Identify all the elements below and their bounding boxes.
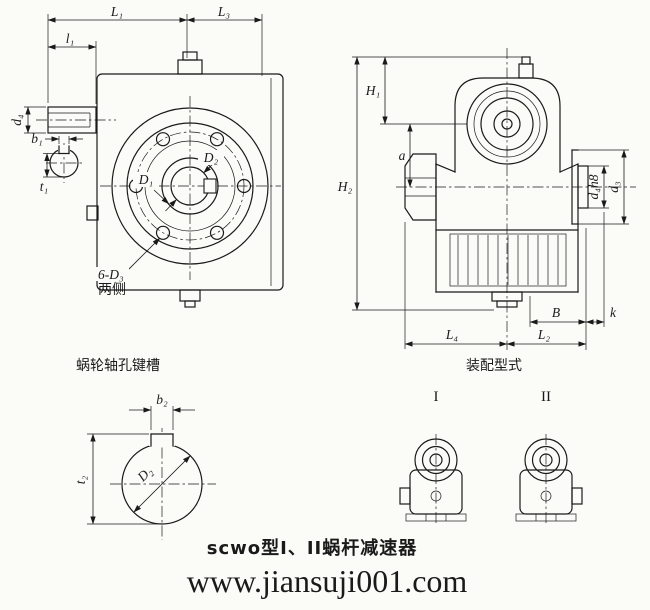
- dim-label-b2: b₂: [156, 392, 168, 407]
- drawing-title: scwo型I、II蜗杆减速器: [207, 537, 417, 559]
- dim-label-k: k: [610, 305, 617, 320]
- base-feet: [515, 513, 577, 522]
- keyway-view: 蜗轮轴孔键槽 b₂ t₂ D₂: [73, 358, 216, 540]
- dim-label-b1: b₁: [31, 131, 42, 146]
- breather-plug: [518, 63, 534, 79]
- dim-label-H1: H₁: [365, 83, 380, 98]
- bottom-plug: [496, 300, 518, 308]
- top-plug: [182, 51, 198, 61]
- side-view-caption: 装配型式: [466, 358, 522, 374]
- bolt-holes-label: 6-D₃: [98, 267, 124, 282]
- wheel-housing-circle: [524, 438, 568, 482]
- mounting-view-2: II: [515, 389, 583, 524]
- mask: [95, 267, 129, 281]
- footer: scwo型I、II蜗杆减速器 www.jiansuji001.com: [187, 537, 468, 599]
- shaft-nub: [399, 487, 411, 505]
- dim-label-t2: t₂: [73, 475, 88, 484]
- keyway-caption: 蜗轮轴孔键槽: [76, 358, 160, 374]
- dim-line-D2: [133, 455, 191, 513]
- dim-label-D1: D₁: [138, 172, 153, 187]
- shaft-end-circle: [539, 453, 553, 467]
- dim-label-d4: d₄: [9, 114, 24, 126]
- mask: [133, 172, 159, 187]
- dim-label-t1: t₁: [40, 179, 48, 194]
- dim-label-l1: l₁: [66, 31, 74, 46]
- wheel-housing-circle: [421, 445, 451, 475]
- output-shaft-circle: [493, 110, 521, 138]
- shaft-end-circle: [429, 453, 443, 467]
- watermark-link[interactable]: www.jiansuji001.com: [187, 563, 468, 599]
- variant-label-I: I: [434, 389, 439, 405]
- bottom-plug: [184, 300, 196, 308]
- leader-D1: [153, 189, 170, 205]
- dim-label-D2: D₂: [203, 150, 219, 165]
- dim-label-d4h8: d₄h8: [586, 174, 601, 199]
- dim-label-L2: L₂: [537, 327, 551, 342]
- dim-label-L4: L₄: [445, 327, 459, 342]
- bolt-hole: [155, 132, 171, 147]
- plug-circle: [540, 490, 552, 502]
- bolt-circle: [135, 131, 245, 241]
- base-feet: [405, 513, 467, 522]
- dim-label-L3: L₃: [217, 4, 231, 19]
- wheel-housing-dome: [454, 77, 561, 173]
- bolt-hole: [155, 225, 171, 240]
- dim-label-a: a: [399, 148, 406, 163]
- leader-D2: [165, 199, 177, 212]
- bore-keyway: [203, 178, 217, 194]
- dim-label-L1: L₁: [110, 4, 123, 19]
- wheel-housing-circle: [414, 438, 458, 482]
- front-view: L₁ L₃ l₁ d₄ b₁ t₁ D₂ D₁ 6-D₃ 两侧: [9, 4, 284, 308]
- wheel-housing-circle: [531, 445, 561, 475]
- flange-outer-circle: [111, 107, 269, 265]
- bolt-holes-note: 两侧: [98, 282, 126, 298]
- output-hub-circle: [480, 97, 534, 151]
- dim-label-B: B: [552, 305, 560, 320]
- bolt-hole: [236, 178, 252, 194]
- bolt-hole: [209, 225, 225, 240]
- mounting-view-1: I: [399, 389, 467, 524]
- dim-label-d3: d₃: [606, 181, 621, 193]
- drain-plug: [86, 205, 99, 221]
- input-shaft: [47, 106, 97, 134]
- dim-label-H2: H₂: [337, 179, 353, 194]
- body-shoulder: [559, 163, 579, 173]
- cooling-fins: [457, 235, 559, 285]
- variant-label-II: II: [541, 389, 551, 405]
- bolt-hole: [209, 132, 225, 147]
- output-hub-side: [577, 165, 589, 209]
- body-shoulder: [435, 163, 456, 173]
- output-hub-circle: [473, 90, 541, 158]
- plug-circle: [430, 490, 442, 502]
- leader-bolt-holes: [125, 237, 161, 273]
- breather-plug-top: [521, 56, 531, 65]
- mask: [198, 150, 224, 165]
- mask: [149, 432, 175, 446]
- shaft-nub: [571, 487, 583, 505]
- hub-circle: [161, 157, 219, 215]
- fin-box: [449, 233, 567, 287]
- bottom-boss: [179, 289, 201, 302]
- flange-raised-face: [126, 122, 254, 250]
- output-shaft-center: [501, 118, 513, 130]
- input-shaft-flange: [404, 153, 437, 221]
- dim-label-D2: D₂: [134, 463, 156, 485]
- mask: [58, 145, 70, 153]
- side-view: H₂ H₁ a d₄h8 d₃ B k L₄ L₂ 装配型式: [337, 48, 636, 374]
- top-boss: [177, 59, 203, 75]
